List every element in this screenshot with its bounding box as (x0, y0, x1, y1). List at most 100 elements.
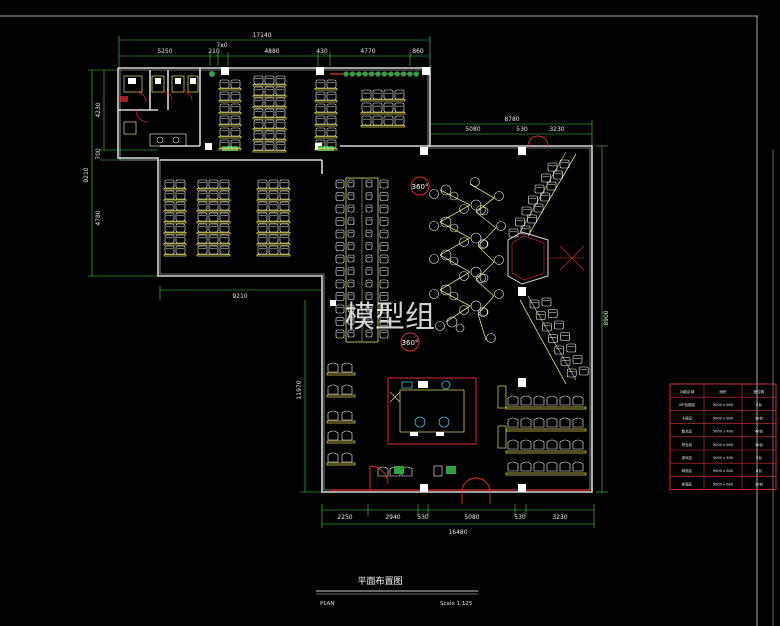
desk-row (360, 112, 406, 115)
sofa-seat (327, 362, 339, 373)
chair-round (478, 239, 488, 249)
chair (219, 91, 230, 101)
chair (542, 322, 552, 332)
chair (379, 329, 389, 339)
chair-round (486, 333, 496, 343)
chair (347, 192, 355, 200)
chair (379, 192, 389, 201)
chair (264, 75, 275, 85)
table-cell: 吧台区 (682, 442, 693, 447)
dim-left-3: 9210 (83, 167, 90, 182)
game-zone-hexagon (507, 231, 585, 285)
desk-row (218, 124, 242, 127)
sofa-seat (341, 362, 353, 373)
right-diagonal-booths-upper (508, 151, 577, 238)
left-hall-col-2 (196, 179, 231, 257)
chair (566, 343, 577, 353)
chair (208, 223, 219, 233)
chair (335, 329, 345, 339)
chair (164, 212, 175, 222)
chair (347, 217, 355, 225)
exterior-walls (117, 67, 593, 493)
chair (326, 127, 337, 137)
desk-row (252, 128, 287, 131)
chair (208, 245, 219, 255)
dim-top-seg-4: 430 (316, 48, 328, 55)
chair (528, 195, 538, 205)
side-table (433, 465, 443, 477)
chair (164, 234, 175, 244)
chair (164, 223, 175, 233)
chair (197, 234, 208, 244)
desk-row (218, 88, 242, 91)
table-cell: 收银区 (682, 481, 693, 486)
chair-round (459, 271, 469, 281)
table-cell: 9000 x 600 (713, 416, 734, 420)
chair (554, 345, 565, 355)
desk-row (218, 112, 242, 115)
chair-round (459, 204, 469, 214)
chair (379, 179, 389, 189)
chair (268, 190, 279, 200)
desk-row (218, 136, 242, 139)
dim-left-1: 4230 (95, 102, 102, 117)
chair (383, 89, 394, 100)
chair (548, 334, 558, 343)
chair (253, 75, 264, 85)
desk-row (326, 462, 356, 466)
chair (534, 184, 545, 194)
chair (379, 292, 389, 301)
badge-360-top: 360° (410, 176, 430, 196)
chair (315, 139, 326, 149)
dim-right-seg-1: 5080 (465, 126, 480, 133)
dim-right-seg-2: 530 (516, 126, 528, 133)
chair (347, 254, 355, 263)
desk-row (196, 221, 231, 224)
desk-row (196, 188, 231, 191)
svg-text:360°: 360° (402, 339, 419, 347)
dim-right-overall: 8780 (504, 116, 519, 123)
desk-row (163, 188, 187, 191)
chair (347, 179, 355, 188)
plant (362, 71, 368, 77)
chair (164, 190, 175, 200)
dim-left-lower: 11970 (296, 380, 303, 399)
chair (279, 245, 290, 255)
chair (335, 229, 345, 239)
chair (257, 223, 268, 233)
chair (264, 119, 275, 129)
chair (275, 75, 286, 85)
chair (383, 115, 394, 126)
chair (279, 223, 290, 233)
chair (560, 357, 571, 366)
chair (547, 309, 558, 318)
chair-round (446, 316, 458, 328)
chair (257, 179, 268, 189)
dim-bottom-overall: 16480 (448, 529, 467, 536)
sofa-seat (546, 461, 558, 472)
chair-round (494, 289, 504, 299)
chair (379, 217, 389, 226)
chair (197, 190, 208, 200)
chair (379, 279, 389, 289)
chair (335, 317, 345, 326)
sofa-seat (327, 430, 339, 441)
chair-round (429, 254, 439, 264)
chair (315, 79, 326, 89)
sofa-seat (546, 417, 558, 428)
desk-row (252, 95, 287, 98)
chair (326, 91, 337, 101)
chair-round (459, 305, 469, 315)
table-cell: 8台 (756, 468, 762, 473)
upper-booth-col-1 (218, 79, 242, 151)
sofa-seat (520, 439, 532, 450)
sofa-seat (572, 395, 584, 406)
bottom-dimension-lines (321, 504, 595, 528)
plant (343, 71, 349, 77)
dim-bottom-seg-1: 2250 (337, 514, 352, 521)
plant-pot (394, 466, 404, 474)
dim-bottom-seg-5: 530 (514, 514, 526, 521)
desk-row (163, 221, 187, 224)
sofa-seat (559, 439, 571, 450)
